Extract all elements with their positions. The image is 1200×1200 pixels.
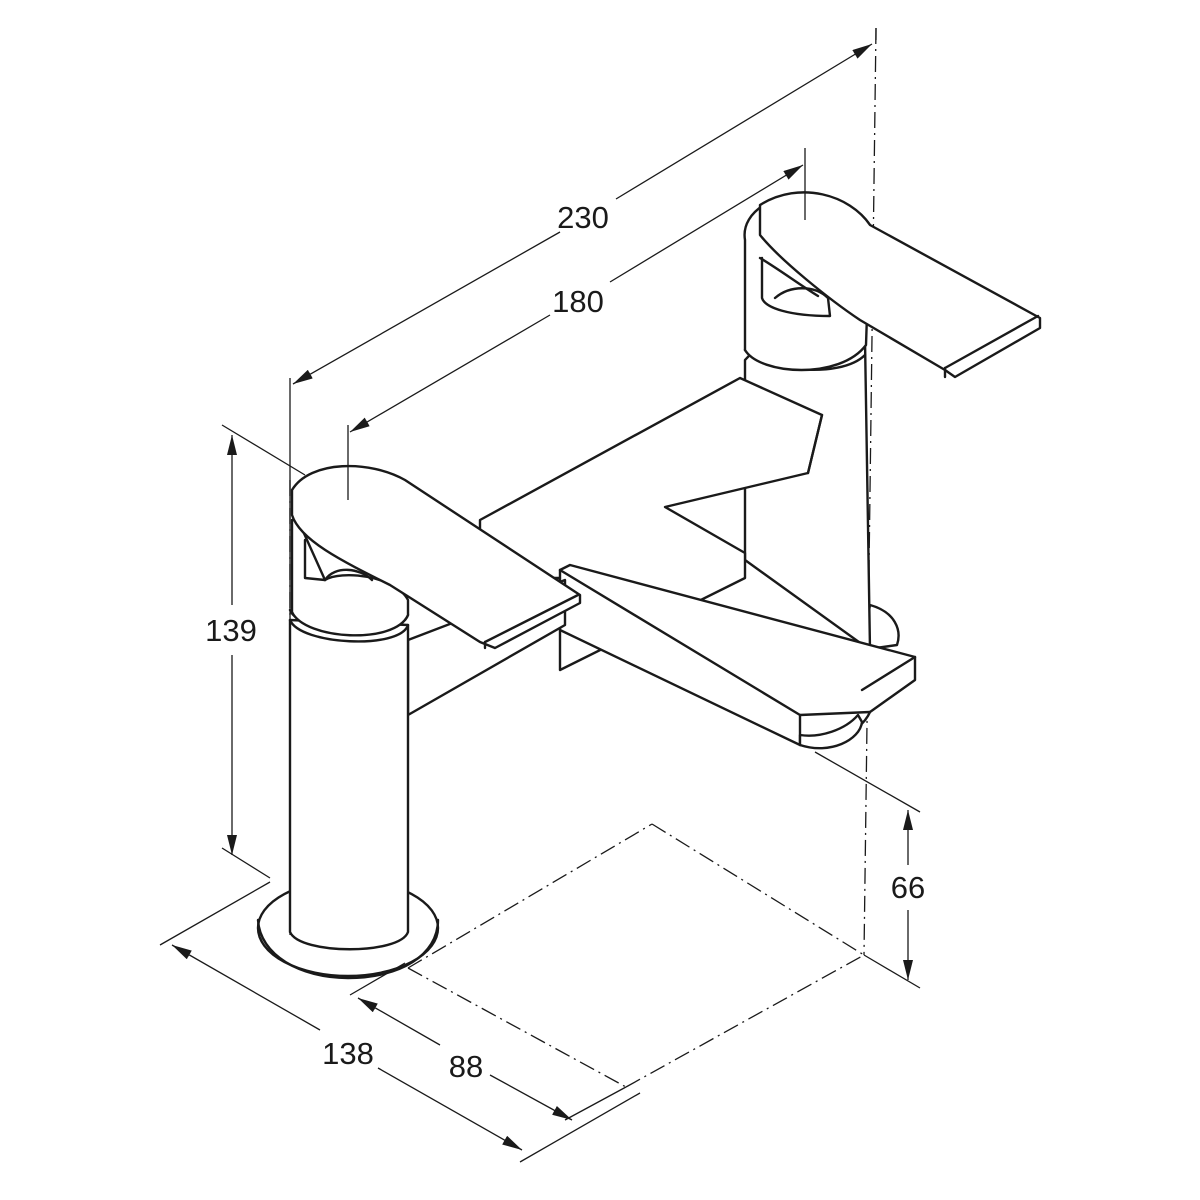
dimension-tap-centres: 180 [347, 148, 806, 500]
dimension-label-180: 180 [552, 284, 604, 319]
dimension-line-88-a [357, 997, 441, 1046]
dimension-line-230-b [615, 43, 873, 200]
dimension-line-88-b [489, 1074, 573, 1121]
dimension-depth: 138 [159, 881, 641, 1163]
dimension-line-138-a [171, 944, 321, 1031]
dimension-line-180-b [609, 164, 804, 283]
rear-base-plate [860, 603, 900, 652]
dimension-line-180-a [349, 314, 551, 433]
dimension-label-139: 139 [205, 613, 257, 648]
front-body-column [288, 618, 410, 951]
front-handle-housing [290, 518, 410, 637]
dimension-overall-width: 230 [289, 28, 877, 935]
dimension-height: 139 [205, 424, 306, 879]
dimension-label-66: 66 [891, 870, 925, 905]
dimension-line-138-b [377, 1067, 523, 1151]
dimension-spout-clearance: 66 [814, 751, 925, 989]
rear-body-column [743, 332, 872, 652]
faucet-body [256, 191, 1042, 980]
dimension-label-230: 230 [557, 200, 609, 235]
spout-aerator [798, 713, 864, 750]
dimension-label-138: 138 [322, 1036, 374, 1071]
rear-lever [758, 191, 1042, 379]
front-lever [290, 464, 582, 650]
dimension-label-88: 88 [449, 1049, 483, 1084]
dimension-spout-projection: 88 [349, 962, 627, 1121]
dimension-line-230-a [292, 231, 561, 385]
